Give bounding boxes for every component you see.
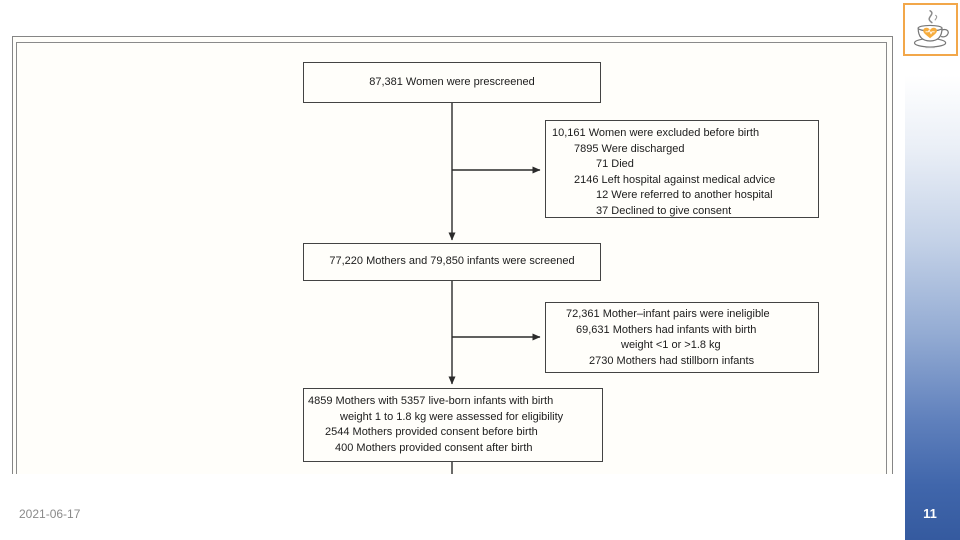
flow-box-assessed: 4859 Mothers with 5357 live-born infants… bbox=[303, 388, 603, 462]
ineligible-line: 2730 Mothers had stillborn infants bbox=[589, 354, 755, 367]
excluded-line: 7895 Were discharged bbox=[574, 142, 685, 155]
assessed-line: weight 1 to 1.8 kg were assessed for eli… bbox=[340, 410, 564, 423]
coffee-cup-heart-icon bbox=[913, 9, 949, 48]
assessed-line: 4859 Mothers with 5357 live-born infants… bbox=[308, 395, 554, 407]
flow-box-ineligible: 72,361 Mother–infant pairs were ineligib… bbox=[545, 302, 819, 373]
excluded-line: 12 Were referred to another hospital bbox=[596, 189, 773, 201]
assessed-line: 400 Mothers provided consent after birth bbox=[335, 441, 533, 454]
logo-box bbox=[903, 3, 958, 56]
figure-frame-inner bbox=[16, 42, 887, 474]
ineligible-line: 72,361 Mother–infant pairs were ineligib… bbox=[566, 308, 770, 320]
excluded-line: 10,161 Women were excluded before birth bbox=[552, 127, 760, 139]
excluded-line: 2146 Left hospital against medical advic… bbox=[574, 173, 776, 186]
slide-page-number: 11 bbox=[923, 506, 937, 521]
ineligible-line: weight <1 or >1.8 kg bbox=[621, 339, 721, 351]
sidebar-gradient-bar bbox=[905, 0, 960, 540]
assessed-line: 2544 Mothers provided consent before bir… bbox=[325, 426, 538, 438]
flow-box-excluded: 10,161 Women were excluded before birth … bbox=[545, 120, 819, 218]
excluded-line: 71 Died bbox=[596, 158, 634, 170]
screened-text: 77,220 Mothers and 79,850 infants were s… bbox=[329, 255, 575, 268]
slide-date: 2021-06-17 bbox=[19, 507, 81, 521]
excluded-line: 37 Declined to give consent bbox=[596, 204, 732, 217]
ineligible-line: 69,631 Mothers had infants with birth bbox=[576, 323, 757, 336]
prescreened-text: 87,381 Women were prescreened bbox=[369, 75, 535, 88]
flow-box-screened: 77,220 Mothers and 79,850 infants were s… bbox=[303, 243, 601, 281]
flow-box-prescreened: 87,381 Women were prescreened bbox=[303, 62, 601, 103]
